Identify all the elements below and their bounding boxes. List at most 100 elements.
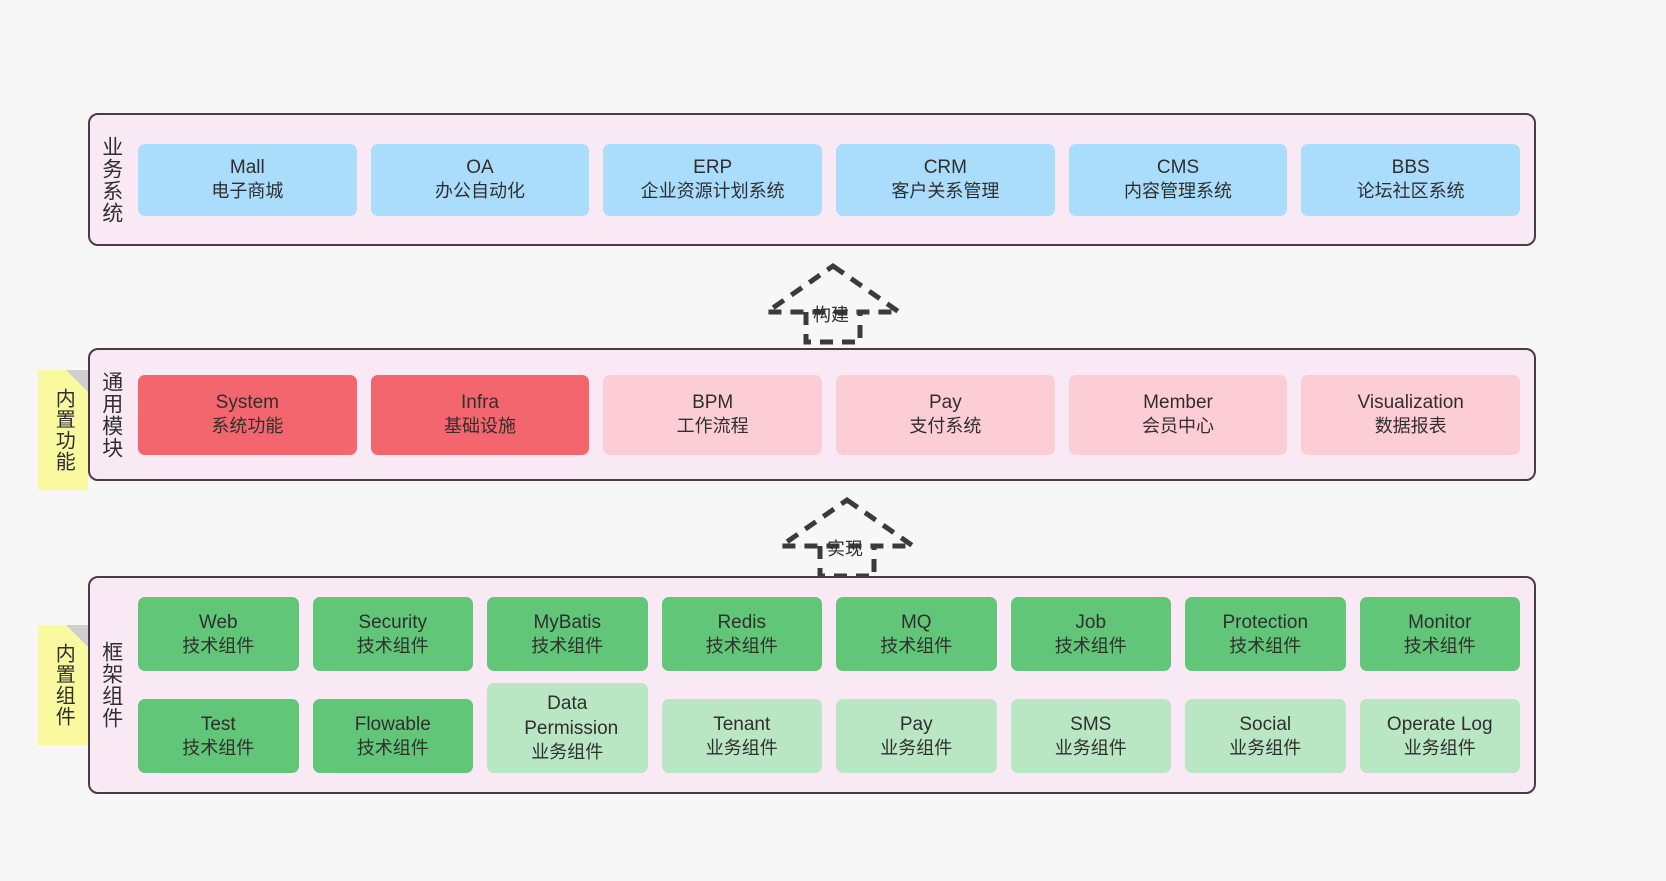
framework-card-sms[interactable]: SMS 业务组件: [1010, 699, 1171, 773]
card-cn-label: 系统功能: [211, 416, 284, 437]
card-cn-label: 业务组件: [880, 737, 953, 758]
layer-framework-component-body: Web 技术组件 Security 技术组件 MyBatis 技术组件 Redi…: [132, 578, 1534, 792]
card-cn-label: 数据报表: [1374, 416, 1447, 437]
framework-card-job[interactable]: Job 技术组件: [1010, 597, 1171, 671]
card-en-label: System: [215, 392, 280, 413]
card-en-label: Visualization: [1357, 392, 1464, 413]
card-cn-label: 技术组件: [182, 737, 255, 758]
card-cn-label: 技术组件: [1054, 635, 1127, 656]
framework-card-operate-log[interactable]: Operate Log 业务组件: [1359, 699, 1520, 773]
module-card-visualization[interactable]: Visualization 数据报表: [1301, 374, 1521, 455]
card-en-label: Security: [358, 611, 428, 633]
framework-card-flowable[interactable]: Flowable 技术组件: [312, 699, 473, 773]
arrow-stem-icon: [803, 312, 863, 345]
layer-common-module-title: 通用模块: [99, 370, 123, 459]
layer-business-system: 业务系统 Mall 电子商城 OA 办公自动化 ERP 企业资源计划系统 CRM…: [88, 113, 1536, 246]
card-cn-label: 业务组件: [705, 737, 778, 758]
card-en-label: BBS: [1391, 157, 1430, 178]
note-builtin-function-label: 内置功能: [52, 388, 75, 472]
framework-row-technical: Web 技术组件 Security 技术组件 MyBatis 技术组件 Redi…: [138, 597, 1520, 671]
card-cn-label: 内容管理系统: [1124, 181, 1233, 202]
card-cn-label: 业务组件: [1229, 737, 1302, 758]
framework-card-web[interactable]: Web 技术组件: [138, 597, 299, 671]
framework-card-tenant[interactable]: Tenant 业务组件: [661, 699, 822, 773]
connector-build-label: 构建: [813, 305, 849, 325]
card-en-label: MyBatis: [533, 611, 602, 633]
card-en-label: SMS: [1070, 713, 1112, 735]
framework-card-data-permission[interactable]: Data Permission 业务组件: [487, 683, 648, 773]
business-card-erp[interactable]: ERP 企业资源计划系统: [603, 143, 823, 216]
card-cn-label: 电子商城: [211, 181, 284, 202]
card-cn-label: 技术组件: [880, 635, 953, 656]
card-cn-label: 技术组件: [182, 635, 255, 656]
card-en-label: Tenant: [713, 713, 771, 735]
card-cn-label: 工作流程: [676, 416, 749, 437]
card-cn-label: 基础设施: [444, 416, 516, 437]
business-card-bbs[interactable]: BBS 论坛社区系统: [1301, 143, 1521, 216]
layer-framework-component: 框架组件 Web 技术组件 Security 技术组件 MyBatis 技术组件…: [88, 576, 1536, 794]
card-en-label: Redis: [717, 611, 767, 633]
card-en-label: Pay: [928, 392, 962, 413]
business-card-cms[interactable]: CMS 内容管理系统: [1068, 143, 1288, 216]
framework-card-security[interactable]: Security 技术组件: [312, 597, 473, 671]
card-cn-label: 技术组件: [1403, 635, 1476, 656]
card-en-label: CRM: [923, 157, 967, 178]
card-en-label: Pay: [899, 713, 933, 735]
layer-common-module: 通用模块 System 系统功能 Infra 基础设施 BPM 工作流程 Pay…: [88, 348, 1536, 481]
card-cn-label: 办公自动化: [435, 181, 525, 202]
card-cn-label: 企业资源计划系统: [640, 181, 785, 202]
business-card-mall[interactable]: Mall 电子商城: [138, 143, 357, 216]
module-card-member[interactable]: Member 会员中心: [1068, 374, 1288, 455]
card-cn-label: 支付系统: [909, 416, 982, 437]
framework-card-monitor[interactable]: Monitor 技术组件: [1359, 597, 1520, 671]
connector-build: 构建: [758, 262, 908, 345]
card-cn-label: 技术组件: [705, 635, 778, 656]
module-card-system[interactable]: System 系统功能: [138, 374, 357, 455]
card-cn-label: 业务组件: [1054, 737, 1127, 758]
card-en-label: Test: [200, 713, 236, 735]
card-en-label: Job: [1075, 611, 1107, 633]
card-en-label: Operate Log: [1386, 713, 1493, 735]
layer-common-module-body: System 系统功能 Infra 基础设施 BPM 工作流程 Pay 支付系统…: [132, 350, 1534, 479]
card-en-label: Monitor: [1408, 611, 1472, 633]
card-en-label: CMS: [1156, 157, 1200, 178]
card-en-label: Member: [1143, 392, 1213, 413]
business-card-row: Mall 电子商城 OA 办公自动化 ERP 企业资源计划系统 CRM 客户关系…: [138, 143, 1521, 216]
module-card-row: System 系统功能 Infra 基础设施 BPM 工作流程 Pay 支付系统…: [138, 374, 1521, 455]
framework-row-business: Test 技术组件 Flowable 技术组件 Data Permission …: [138, 683, 1520, 773]
card-en-label: Social: [1239, 713, 1292, 735]
layer-business-system-body: Mall 电子商城 OA 办公自动化 ERP 企业资源计划系统 CRM 客户关系…: [132, 115, 1534, 244]
framework-card-protection[interactable]: Protection 技术组件: [1185, 597, 1346, 671]
framework-card-mq[interactable]: MQ 技术组件: [836, 597, 997, 671]
card-en-label: Flowable: [354, 713, 431, 735]
arrowhead-triangle-icon: [773, 496, 921, 549]
card-cn-label: 技术组件: [1229, 635, 1302, 656]
business-card-crm[interactable]: CRM 客户关系管理: [836, 143, 1055, 216]
framework-card-pay[interactable]: Pay 业务组件: [836, 699, 997, 773]
card-cn-label: 会员中心: [1142, 416, 1215, 437]
card-cn-label: 技术组件: [356, 737, 429, 758]
card-en-label: ERP: [693, 157, 733, 178]
card-cn-label: 论坛社区系统: [1356, 181, 1465, 202]
business-card-oa[interactable]: OA 办公自动化: [370, 143, 590, 216]
note-builtin-component: 内置组件: [38, 625, 88, 745]
card-cn-label: 技术组件: [531, 635, 604, 656]
card-en-label: Mall: [229, 157, 265, 178]
module-card-pay[interactable]: Pay 支付系统: [836, 374, 1055, 455]
framework-card-social[interactable]: Social 业务组件: [1185, 699, 1346, 773]
card-en-label: Data Permission: [524, 693, 619, 739]
arrowhead-triangle-icon: [759, 262, 907, 315]
framework-card-test[interactable]: Test 技术组件: [138, 699, 299, 773]
card-en-label: MQ: [900, 611, 932, 633]
card-cn-label: 客户关系管理: [891, 181, 1000, 202]
module-card-infra[interactable]: Infra 基础设施: [370, 374, 590, 455]
card-en-label: Web: [198, 611, 238, 633]
note-fold-corner-icon: [66, 625, 88, 647]
card-en-label: Protection: [1222, 611, 1309, 633]
module-card-bpm[interactable]: BPM 工作流程: [603, 374, 823, 455]
framework-card-mybatis[interactable]: MyBatis 技术组件: [487, 597, 648, 671]
note-builtin-component-label: 内置组件: [52, 643, 75, 727]
connector-implement: 实现: [772, 496, 922, 579]
framework-card-redis[interactable]: Redis 技术组件: [661, 597, 822, 671]
connector-implement-label: 实现: [827, 539, 863, 559]
